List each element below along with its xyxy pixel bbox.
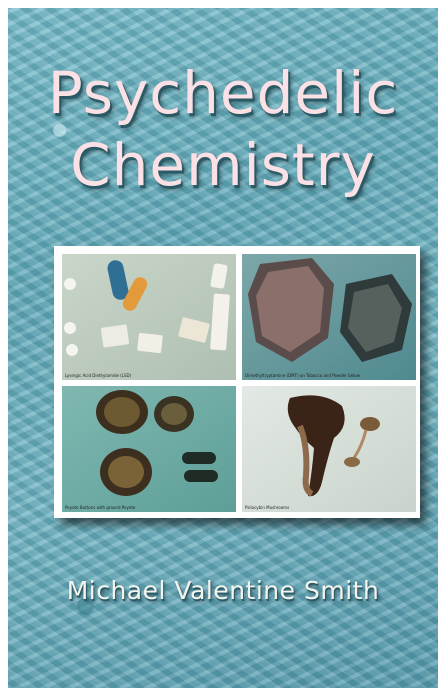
photo-panel-peyote: Peyote Buttons with ground Peyote (62, 386, 236, 512)
mushrooms-illustration (287, 395, 380, 497)
crystals-illustration (248, 258, 412, 362)
photo-caption-peyote: Peyote Buttons with ground Peyote (65, 505, 136, 510)
photo-panel-lsd: Lysergic Acid Diethylamide (LSD) (62, 254, 236, 380)
photo-collage: Lysergic Acid Diethylamide (LSD) Dimethy… (54, 246, 420, 518)
book-title-line-2: Chemistry (70, 131, 376, 199)
book-cover: Psychedelic Chemistry Lysergic Acid Diet… (8, 8, 438, 688)
photo-panel-dmt: Dimethyltryptamine (DMT) on Tobacco and … (242, 254, 416, 380)
tablets-capsules-illustration (64, 260, 230, 356)
photo-panel-mushrooms: Psilocybin Mushrooms (242, 386, 416, 512)
photo-caption-dmt: Dimethyltryptamine (DMT) on Tobacco and … (245, 373, 361, 378)
peyote-illustration (96, 390, 218, 496)
photo-caption-mushrooms: Psilocybin Mushrooms (245, 505, 290, 510)
book-title-line-1: Psychedelic (47, 59, 399, 127)
author-name: Michael Valentine Smith (66, 576, 380, 605)
photo-caption-lsd: Lysergic Acid Diethylamide (LSD) (65, 373, 132, 378)
